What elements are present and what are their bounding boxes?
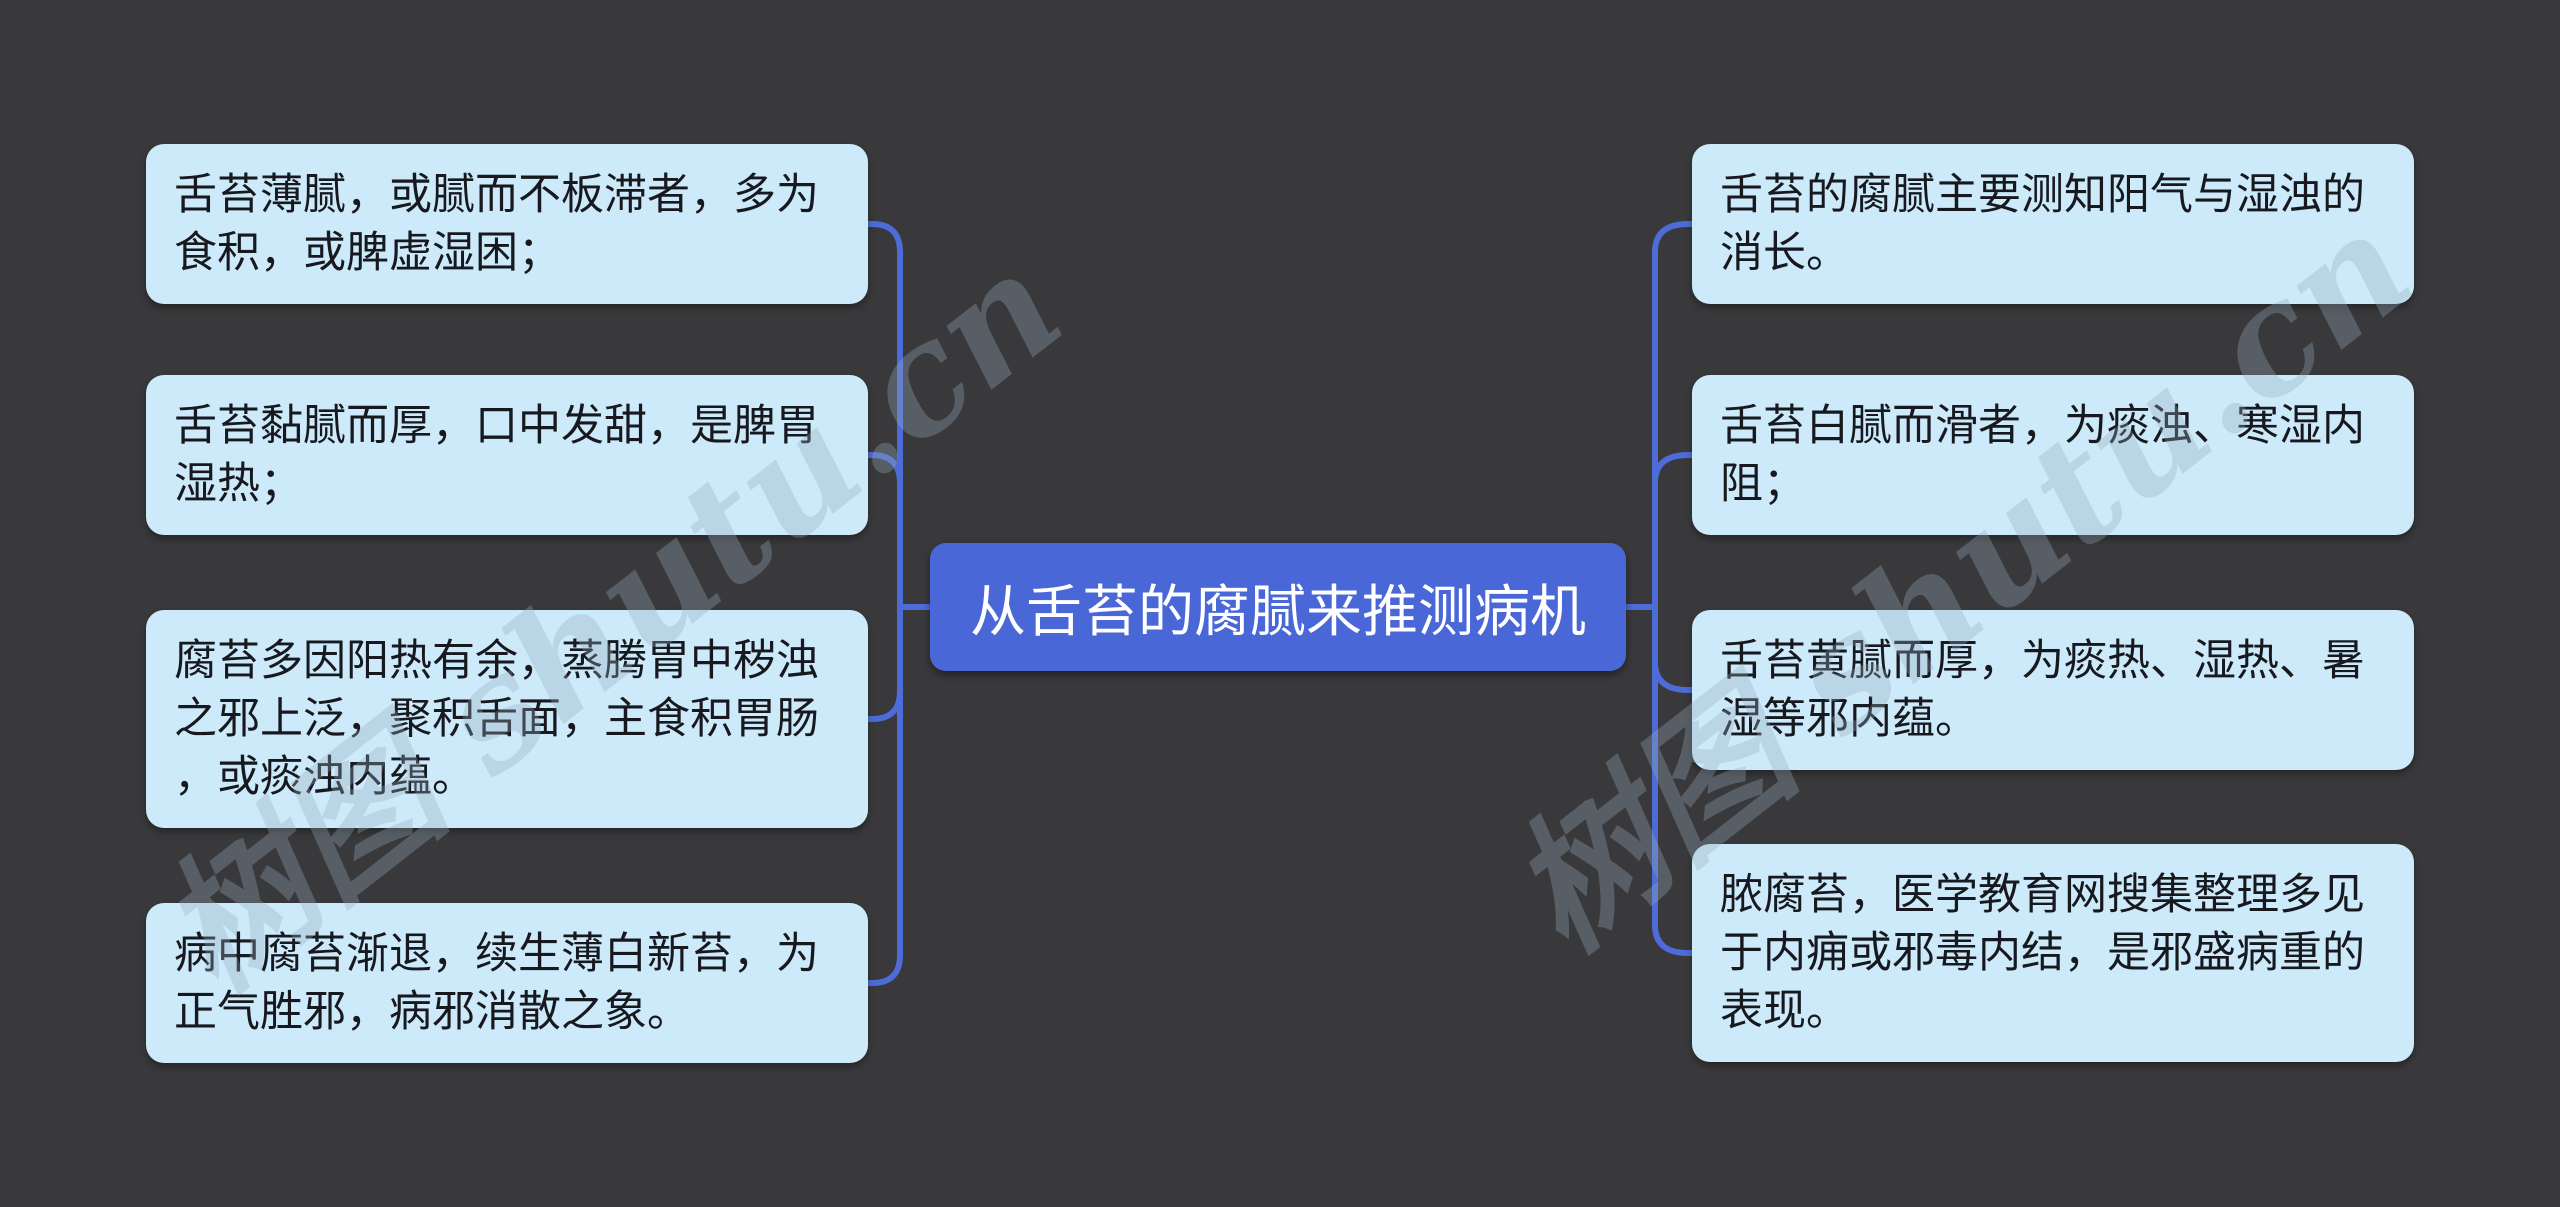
left-node-2-text: 舌苔黏腻而厚，口中发甜，是脾胃湿热； [174, 402, 819, 508]
connector-path [865, 952, 903, 986]
right-node-3[interactable]: 舌苔黄腻而厚，为痰热、湿热、暑湿等邪内蕴。 [1692, 610, 2414, 770]
left-branch-connectors [865, 221, 935, 986]
left-node-4-text: 病中腐苔渐退，续生薄白新苔，为正气胜邪，病邪消散之象。 [174, 930, 819, 1036]
right-node-2[interactable]: 舌苔白腻而滑者，为痰浊、寒湿内阻； [1692, 375, 2414, 535]
connector-path [865, 221, 903, 255]
connector-path [1652, 221, 1695, 255]
connector-path [865, 688, 903, 722]
center-root-node-text: 从舌苔的腐腻来推测病机 [970, 579, 1586, 643]
connector-path [1652, 452, 1695, 486]
left-node-2[interactable]: 舌苔黏腻而厚，口中发甜，是脾胃湿热； [146, 375, 868, 535]
left-node-3-text: 腐苔多因阳热有余，蒸腾胃中秽浊之邪上泛，聚积舌面，主食积胃肠，或痰浊内蕴。 [174, 637, 819, 801]
left-node-3[interactable]: 腐苔多因阳热有余，蒸腾胃中秽浊之邪上泛，聚积舌面，主食积胃肠，或痰浊内蕴。 [146, 610, 868, 828]
connector-path [1652, 659, 1695, 693]
right-node-3-text: 舌苔黄腻而厚，为痰热、湿热、暑湿等邪内蕴。 [1720, 637, 2365, 743]
center-root-node[interactable]: 从舌苔的腐腻来推测病机 [930, 543, 1626, 671]
right-node-4[interactable]: 脓腐苔，医学教育网搜集整理多见于内痈或邪毒内结，是邪盛病重的表现。 [1692, 844, 2414, 1062]
right-node-4-text: 脓腐苔，医学教育网搜集整理多见于内痈或邪毒内结，是邪盛病重的表现。 [1720, 871, 2365, 1035]
left-node-1-text: 舌苔薄腻，或腻而不板滞者，多为食积，或脾虚湿困； [174, 171, 819, 277]
left-node-4[interactable]: 病中腐苔渐退，续生薄白新苔，为正气胜邪，病邪消散之象。 [146, 903, 868, 1063]
right-node-1-text: 舌苔的腐腻主要测知阳气与湿浊的消长。 [1720, 171, 2365, 277]
left-node-1[interactable]: 舌苔薄腻，或腻而不板滞者，多为食积，或脾虚湿困； [146, 144, 868, 304]
right-node-1[interactable]: 舌苔的腐腻主要测知阳气与湿浊的消长。 [1692, 144, 2414, 304]
connector-path [865, 452, 903, 486]
right-node-2-text: 舌苔白腻而滑者，为痰浊、寒湿内阻； [1720, 402, 2365, 508]
connector-path [1652, 922, 1695, 956]
right-branch-connectors [1621, 221, 1695, 956]
